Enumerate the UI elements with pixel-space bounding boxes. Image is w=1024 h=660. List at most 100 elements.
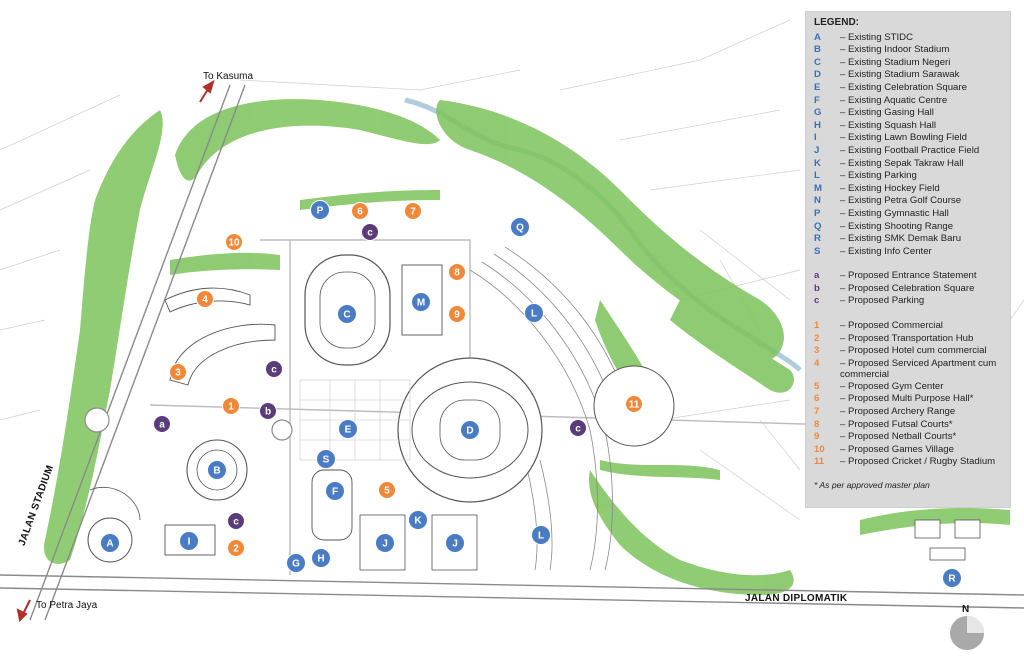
marker-code: Q <box>516 223 524 234</box>
marker-code: B <box>213 466 220 477</box>
north-indicator <box>950 616 984 650</box>
legend-row: G– Existing Gasing Hall <box>814 107 1002 120</box>
marker-code: 4 <box>202 295 208 306</box>
map-marker-j: J <box>445 533 465 553</box>
legend-row: C– Existing Stadium Negeri <box>814 57 1002 70</box>
legend-code: S <box>814 245 821 257</box>
map-marker-c: c <box>361 223 379 241</box>
legend-row: 10– Proposed Games Village <box>814 444 1002 457</box>
legend-row: D – Existing Stadium Sarawak <box>814 69 1002 82</box>
legend-label: – Proposed Hotel cum commercial <box>840 345 987 357</box>
legend-row: 2– Proposed Transportation Hub <box>814 333 1002 346</box>
legend-code: 11 <box>814 456 825 468</box>
marker-code: M <box>417 298 425 309</box>
marker-code: G <box>292 559 300 570</box>
marker-code: c <box>575 424 581 435</box>
map-marker-c: C <box>337 304 357 324</box>
marker-code: A <box>106 539 113 550</box>
legend-code: D <box>814 69 821 81</box>
legend-code: c <box>814 295 820 307</box>
legend-row: K– Existing Sepak Takraw Hall <box>814 158 1002 171</box>
marker-code: J <box>452 539 458 550</box>
legend-label: – Existing Lawn Bowling Field <box>840 132 967 144</box>
marker-code: H <box>317 554 324 565</box>
legend-code: 4 <box>814 357 820 369</box>
marker-code: 7 <box>410 207 416 218</box>
legend-label: – Existing Stadium Sarawak <box>840 69 960 81</box>
background-lot-lines <box>0 19 1024 521</box>
legend-label: – Proposed Parking <box>840 295 925 307</box>
legend-label: – Proposed Celebration Square <box>840 282 975 294</box>
legend-label: – Existing Gasing Hall <box>840 107 934 119</box>
map-marker-a: A <box>100 533 120 553</box>
marker-code: D <box>466 426 473 437</box>
legend-label: – Proposed Cricket / Rugby Stadium <box>840 456 996 468</box>
legend-label: – Proposed Netball Courts* <box>840 431 957 443</box>
legend-code: a <box>814 270 820 282</box>
map-marker-g: G <box>286 553 306 573</box>
legend-row: F– Existing Aquatic Centre <box>814 95 1002 108</box>
map-marker-k: K <box>408 510 428 530</box>
legend-label: – Existing Football Practice Field <box>840 144 980 156</box>
map-marker-c: c <box>265 360 283 378</box>
marker-code: 1 <box>228 402 234 413</box>
legend-row: b– Proposed Celebration Square <box>814 283 1002 296</box>
map-marker-r: R <box>942 568 962 588</box>
marker-code: a <box>159 420 165 431</box>
legend-label: – Proposed Serviced Apartment cum commer… <box>840 357 997 381</box>
legend-label: – Existing Hockey Field <box>840 182 940 194</box>
legend-code: 5 <box>814 380 820 392</box>
map-marker-4: 4 <box>196 290 214 308</box>
legend-row: E– Existing Celebration Square <box>814 82 1002 95</box>
legend-code: K <box>814 157 821 169</box>
marker-code: L <box>538 531 544 542</box>
marker-code: 10 <box>228 238 240 249</box>
map-marker-10: 10 <box>225 233 243 251</box>
marker-code: 9 <box>454 310 460 321</box>
smk-demak-baru-structure <box>914 519 981 561</box>
marker-code: 3 <box>175 368 181 379</box>
marker-code: C <box>343 310 350 321</box>
to-petra-jaya-label: To Petra Jaya <box>36 600 98 611</box>
legend-code: Q <box>814 220 822 232</box>
roundabouts <box>84 407 293 441</box>
legend-row: L– Existing Parking <box>814 170 1002 183</box>
legend-label: – Existing Petra Golf Course <box>840 195 962 207</box>
legend-row: 6– Proposed Multi Purpose Hall* <box>814 393 1002 406</box>
map-marker-6: 6 <box>351 202 369 220</box>
map-marker-e: E <box>338 419 358 439</box>
legend-code: 3 <box>814 345 820 357</box>
legend-code: N <box>814 195 821 207</box>
legend-label: – Existing Celebration Square <box>840 81 967 93</box>
legend-code: 6 <box>814 393 820 405</box>
marker-code: 2 <box>233 544 239 555</box>
legend-label: – Existing STIDC <box>840 31 914 43</box>
marker-code: I <box>188 537 191 548</box>
legend-label: – Proposed Commercial <box>840 320 943 332</box>
legend-label: – Proposed Gym Center <box>840 380 944 392</box>
legend-label: – Proposed Entrance Statement <box>840 270 977 282</box>
map-marker-3: 3 <box>169 363 187 381</box>
legend-row: 9– Proposed Netball Courts* <box>814 431 1002 444</box>
legend-code: 2 <box>814 332 820 344</box>
legend-label: – Existing Squash Hall <box>840 119 936 131</box>
legend-label: – Proposed Games Village <box>840 443 954 455</box>
map-marker-j: J <box>375 533 395 553</box>
legend-label: – Existing SMK Demak Baru <box>840 233 962 245</box>
legend-code: C <box>814 56 821 68</box>
legend-label: – Proposed Futsal Courts* <box>840 418 953 430</box>
marker-code: 5 <box>384 486 390 497</box>
legend-code: P <box>814 207 821 219</box>
map-marker-1: 1 <box>222 397 240 415</box>
map-marker-11: 11 <box>625 395 643 413</box>
legend-row: 11 – Proposed Cricket / Rugby Stadium <box>814 456 1002 469</box>
legend-label: – Existing Parking <box>840 170 917 182</box>
legend-row: 5 – Proposed Gym Center <box>814 381 1002 394</box>
map-marker-f: F <box>325 481 345 501</box>
jalan-diplomatik-label: JALAN DIPLOMATIK <box>745 593 848 604</box>
legend-label: – Proposed Archery Range <box>840 406 956 418</box>
